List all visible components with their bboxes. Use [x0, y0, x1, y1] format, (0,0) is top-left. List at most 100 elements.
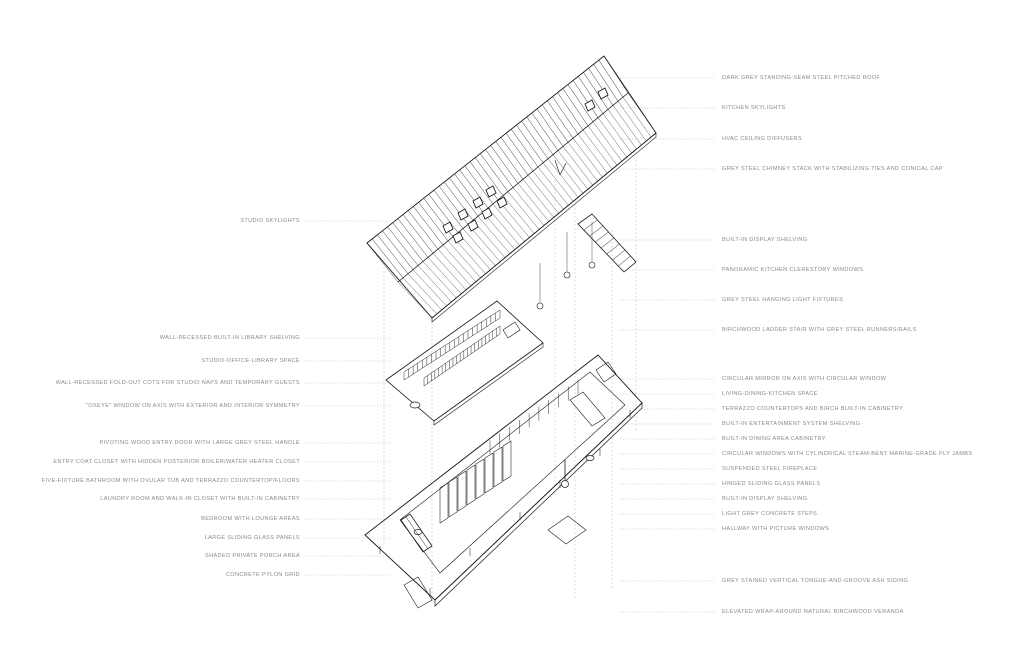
roof-seam	[377, 234, 409, 274]
cabinet-module	[439, 482, 449, 524]
roof-seam	[418, 202, 449, 242]
library-shelf-base	[423, 333, 501, 387]
chimney-stack	[554, 159, 561, 176]
right-label-3: HVAC CEILING DIFFUSERS	[722, 135, 803, 142]
roof-seam	[433, 190, 464, 229]
right-label-8: BIRCHWOOD LADDER STAIR WITH GREY STEEL R…	[722, 326, 917, 333]
roof-seam	[547, 158, 579, 198]
oxeye-window-studio	[409, 401, 421, 409]
roof-seam	[452, 236, 486, 274]
roof-seam	[582, 129, 613, 170]
library-shelf-top	[403, 309, 501, 373]
roof-seam	[516, 124, 544, 163]
left-label-13: CONCRETE PYLON GRID	[225, 571, 300, 578]
roof-seam	[371, 238, 404, 279]
left-label-8: FIVE-FIXTURE BATHROOM WITH OVULAR TUB AN…	[41, 477, 300, 484]
right-label-7: GREY STEEL HANGING LIGHT FIXTURES	[722, 296, 844, 303]
roof-seam	[547, 100, 574, 139]
roof-seam	[485, 149, 514, 188]
roof-seam	[392, 222, 424, 262]
hanging-light-2	[563, 271, 571, 279]
roof-seam	[366, 242, 399, 283]
roof-seam	[593, 64, 619, 102]
roof-seam	[526, 116, 554, 155]
skylight-1	[442, 221, 454, 234]
library-shelf-top	[423, 325, 501, 379]
veranda-edge	[434, 402, 643, 607]
roof-seam	[417, 265, 452, 303]
roof-seam	[432, 253, 467, 290]
roof-seam	[447, 240, 481, 278]
left-label-2: WALL-RECESSED BUILT-IN LIBRARY SHELVING	[159, 334, 300, 341]
roof-seam	[462, 228, 496, 266]
right-label-2: KITCHEN SKYLIGHTS	[722, 104, 786, 111]
left-label-5: "OXEYE" WINDOW ON AXIS WITH EXTERIOR AND…	[85, 402, 300, 409]
clerestory-mullion	[600, 237, 615, 249]
clerestory-mullion	[623, 261, 637, 273]
roof-seam	[412, 269, 447, 307]
roof-seam	[397, 281, 433, 319]
right-label-1: DARK GREY STANDING-SEAM STEEL PITCHED RO…	[722, 74, 881, 81]
roof-seam	[607, 109, 637, 150]
roof-seam	[511, 129, 539, 168]
roof-seam	[521, 120, 549, 159]
roof-seam	[552, 154, 584, 194]
cabinet-module	[466, 464, 476, 506]
clerestory-mullion	[606, 243, 620, 255]
roof-seam	[413, 206, 444, 246]
roof-seam	[472, 220, 506, 258]
roof-seam	[407, 273, 442, 311]
right-label-20: GREY STAINED VERTICAL TONGUE-AND-GROOVE …	[722, 577, 909, 584]
concrete-steps-2	[403, 576, 433, 609]
right-label-16: HINGED SLIDING GLASS PANELS	[722, 480, 821, 487]
skylight-5	[452, 231, 464, 244]
roof-seam	[480, 153, 509, 192]
cabinet-module	[484, 452, 494, 494]
roof-seam	[402, 214, 434, 254]
clerestory-mullion	[612, 249, 626, 261]
right-label-19: HALLWAY WITH PICTURE WINDOWS	[722, 525, 830, 532]
roof-seam	[592, 121, 623, 162]
skylight-10	[597, 87, 609, 100]
roof-seam	[587, 125, 618, 166]
roof-seam	[459, 169, 489, 209]
roof-seam	[567, 142, 598, 182]
right-label-4: GREY STEEL CHIMNEY STACK WITH STABILIZIN…	[722, 165, 943, 172]
right-label-17: BUILT-IN DISPLAY SHELVING	[722, 495, 808, 502]
hanging-light-1	[536, 302, 544, 310]
roof-seam	[612, 105, 642, 146]
sliding-glass-panel	[400, 513, 433, 553]
roof-seam	[557, 150, 588, 190]
skylight-4	[485, 185, 497, 198]
roof-seam	[602, 113, 632, 154]
left-label-3: STUDIO-OFFICE-LIBRARY SPACE	[201, 357, 300, 364]
left-label-1: STUDIO SKYLIGHTS	[240, 217, 300, 224]
roof-seam	[512, 187, 545, 226]
skylight-6	[467, 219, 479, 232]
clerestory-mullion	[595, 231, 609, 243]
chimney-stack	[559, 162, 567, 176]
roof-seam	[541, 104, 569, 143]
clerestory-mullion	[577, 213, 593, 225]
right-label-14: CIRCULAR WINDOWS WITH CYLINDRICAL STEAM-…	[722, 450, 973, 457]
roof-seam	[536, 108, 564, 147]
clerestory-mullion	[583, 219, 598, 231]
roof-seam	[387, 226, 419, 266]
right-label-6: PANORAMIC KITCHEN CLERESTORY WINDOWS	[722, 266, 864, 273]
roof-seam	[557, 92, 584, 131]
roof-seam	[562, 88, 589, 126]
skylight-7	[481, 207, 493, 220]
right-label-18: LIGHT GREY CONCRETE STEPS	[722, 510, 818, 517]
right-label-11: TERRAZZO COUNTERTOPS AND BIRCH BUILT-IN …	[722, 405, 904, 412]
ladder-stair	[502, 321, 521, 339]
roof-seam	[598, 59, 624, 98]
interior-walls	[399, 371, 626, 574]
left-label-4: WALL-RECESSED FOLD-OUT COTS FOR STUDIO N…	[55, 379, 300, 386]
roof-seam	[531, 112, 559, 151]
cabinet-module	[475, 458, 485, 500]
cabinet-module	[448, 476, 458, 518]
roof-seam	[382, 230, 414, 270]
roof-seam	[572, 80, 599, 118]
roof-seam	[588, 68, 614, 106]
